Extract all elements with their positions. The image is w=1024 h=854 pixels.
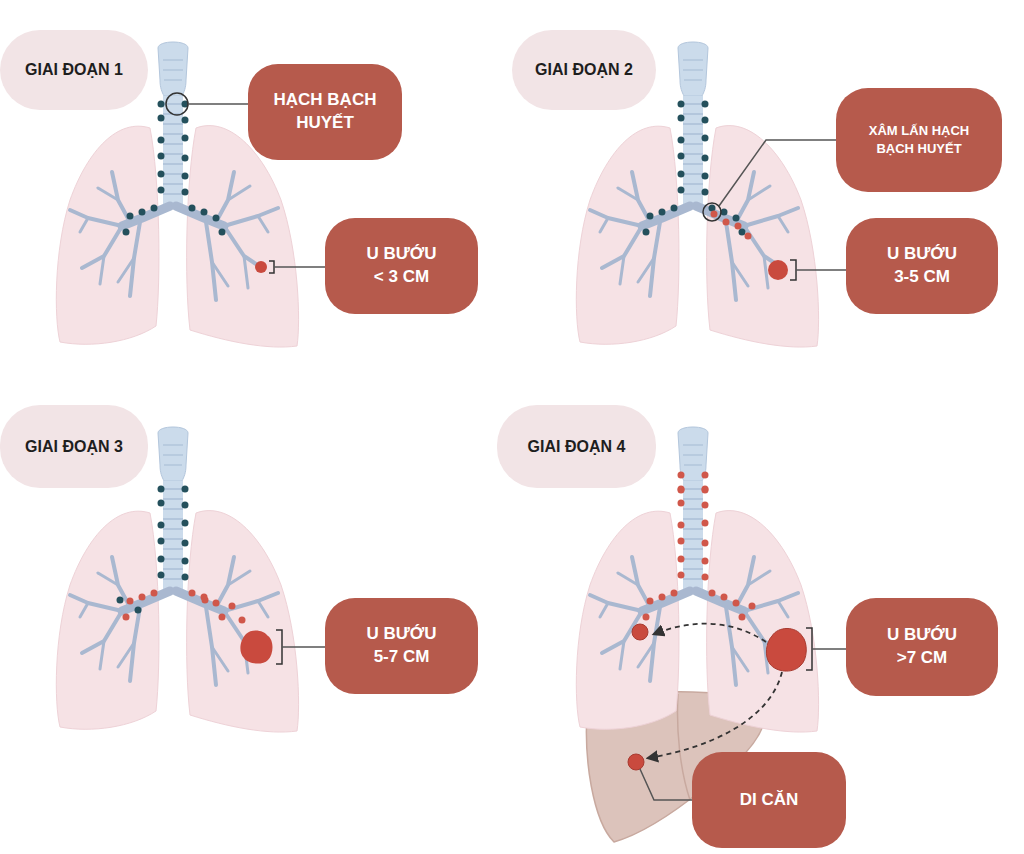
tumor [768,260,788,280]
stage-label: GIAI ĐOẠN 3 [0,405,148,488]
stage-label: GIAI ĐOẠN 4 [497,405,656,488]
stage-label: GIAI ĐOẠN 2 [512,30,656,110]
bracket [790,260,796,280]
spread-arrow [654,624,766,642]
bracket [806,628,812,670]
label-text: XÂM LẤN HẠCH BẠCH HUYẾT [858,122,980,158]
bracket [269,261,274,273]
highlight-ring [703,203,721,221]
tumor [240,630,272,663]
leader-line [282,646,326,648]
label-text: U BƯỚU 3-5 CM [885,243,959,289]
label-text: GIAI ĐOẠN 3 [25,438,123,456]
leader-line [188,103,249,105]
metastasis [628,754,644,770]
highlight-ring [166,93,188,115]
label-text: DI CĂN [740,789,799,812]
label-text: U BƯỚU >7 CM [885,624,959,670]
label-text: GIAI ĐOẠN 2 [535,61,633,79]
callout-box: U BƯỚU < 3 CM [325,218,478,314]
label-text: GIAI ĐOẠN 1 [25,61,123,79]
label-text: U BƯỚU 5-7 CM [365,623,439,669]
bracket [276,630,282,664]
leader-line [640,769,693,800]
leader-line [274,266,326,268]
callout-box: XÂM LẤN HẠCH BẠCH HUYẾT [836,88,1002,192]
callout-box: U BƯỚU 3-5 CM [846,218,998,314]
tumor [766,629,806,672]
label-text: HẠCH BẠCH HUYẾT [264,89,386,135]
callout-box: DI CĂN [692,752,846,848]
spread-arrow [648,672,782,758]
callout-box: U BƯỚU 5-7 CM [325,598,478,694]
callout-box: U BƯỚU >7 CM [846,598,998,696]
callout-box: HẠCH BẠCH HUYẾT [248,64,402,160]
stage-label: GIAI ĐOẠN 1 [0,30,148,110]
tumor [255,261,267,273]
leader-line [796,269,847,271]
leader-line [812,648,847,650]
label-text: U BƯỚU < 3 CM [365,243,439,289]
label-text: GIAI ĐOẠN 4 [528,438,626,456]
metastasis [632,624,648,640]
leader-line [719,140,837,206]
